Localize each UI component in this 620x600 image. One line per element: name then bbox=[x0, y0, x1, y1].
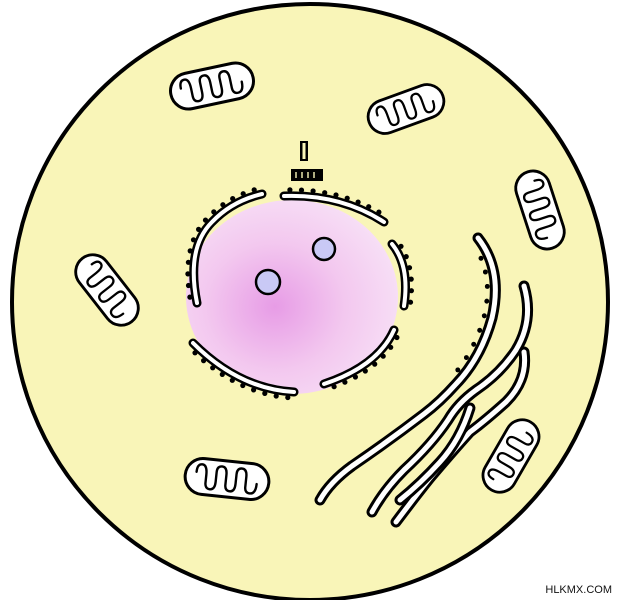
ribosome-dot bbox=[201, 358, 207, 364]
ribosome-dot bbox=[455, 367, 461, 373]
ribosome-dot bbox=[196, 226, 202, 232]
centriole-icon bbox=[291, 141, 323, 181]
ribosome-dot bbox=[185, 282, 192, 289]
ribosome-dot bbox=[407, 299, 414, 305]
ribosome-dot bbox=[372, 361, 378, 367]
ribosome-dot bbox=[219, 371, 225, 377]
ribosome-dot bbox=[366, 204, 372, 210]
ribosome-dot bbox=[190, 237, 197, 243]
ribosome-dot bbox=[394, 334, 400, 341]
mitochondrion-icon bbox=[181, 455, 273, 503]
ribosome-dot bbox=[342, 379, 348, 385]
ribosome-dot bbox=[220, 202, 226, 208]
ribosome-dot bbox=[192, 350, 198, 356]
ribosome-dot bbox=[483, 269, 488, 275]
ribosome-dot bbox=[285, 394, 291, 401]
nuclear-envelope bbox=[188, 189, 410, 397]
ribosome-dot bbox=[333, 192, 339, 198]
ribosome-dot bbox=[211, 209, 217, 215]
nucleus-body bbox=[186, 200, 398, 394]
ribosome-dot bbox=[310, 188, 316, 194]
golgi-apparatus-icon bbox=[314, 232, 534, 528]
ribosome-dot bbox=[398, 243, 404, 249]
ribosome-dot bbox=[240, 191, 246, 197]
ribosome-dot bbox=[185, 271, 191, 277]
watermark-text: HLKMX.COM bbox=[545, 584, 612, 596]
ribosome-dot bbox=[464, 355, 469, 360]
ribosome-dot bbox=[478, 255, 484, 261]
ribosome-dot bbox=[187, 294, 193, 300]
ribosome-dot bbox=[298, 187, 305, 193]
ribosome-dot bbox=[230, 196, 236, 202]
ribosome-dot bbox=[240, 382, 246, 389]
ribosome-dot bbox=[408, 288, 414, 294]
nucleolus-icon bbox=[254, 268, 282, 296]
ribosome-dot bbox=[380, 353, 386, 359]
ribosome-dot bbox=[388, 344, 394, 350]
ribosome-dot bbox=[202, 217, 209, 223]
ribosome-dot bbox=[484, 284, 490, 289]
ribosome-dot bbox=[376, 209, 382, 215]
ribosome-dot bbox=[477, 327, 483, 333]
ribosome-dot bbox=[187, 248, 193, 254]
nucleus-icon bbox=[185, 187, 414, 401]
ribosome-dot bbox=[251, 387, 257, 393]
ribosome-dot bbox=[408, 276, 414, 282]
ribosome-dot bbox=[484, 298, 490, 304]
ribosome-dot bbox=[273, 393, 279, 399]
ribosome-dot bbox=[481, 313, 487, 319]
nucleolus-icon bbox=[311, 236, 337, 262]
ribosome-dot bbox=[322, 190, 328, 196]
ribosome-dot bbox=[471, 341, 477, 347]
ribosome-dot bbox=[362, 368, 368, 374]
ribosomes bbox=[185, 187, 414, 401]
ribosome-dot bbox=[229, 377, 235, 383]
ribosome-dot bbox=[344, 195, 350, 201]
ribosome-dot bbox=[352, 374, 358, 380]
ribosome-dot bbox=[262, 390, 268, 396]
ribosome-dot bbox=[355, 199, 361, 205]
ribosome-dot bbox=[287, 187, 293, 193]
ribosome-dot bbox=[210, 365, 216, 371]
ribosome-dot bbox=[331, 384, 337, 390]
ribosome-dot bbox=[251, 187, 257, 193]
ribosome-dot bbox=[185, 259, 191, 265]
ribosome-dot bbox=[403, 254, 409, 260]
ribosome-dot bbox=[406, 265, 413, 271]
